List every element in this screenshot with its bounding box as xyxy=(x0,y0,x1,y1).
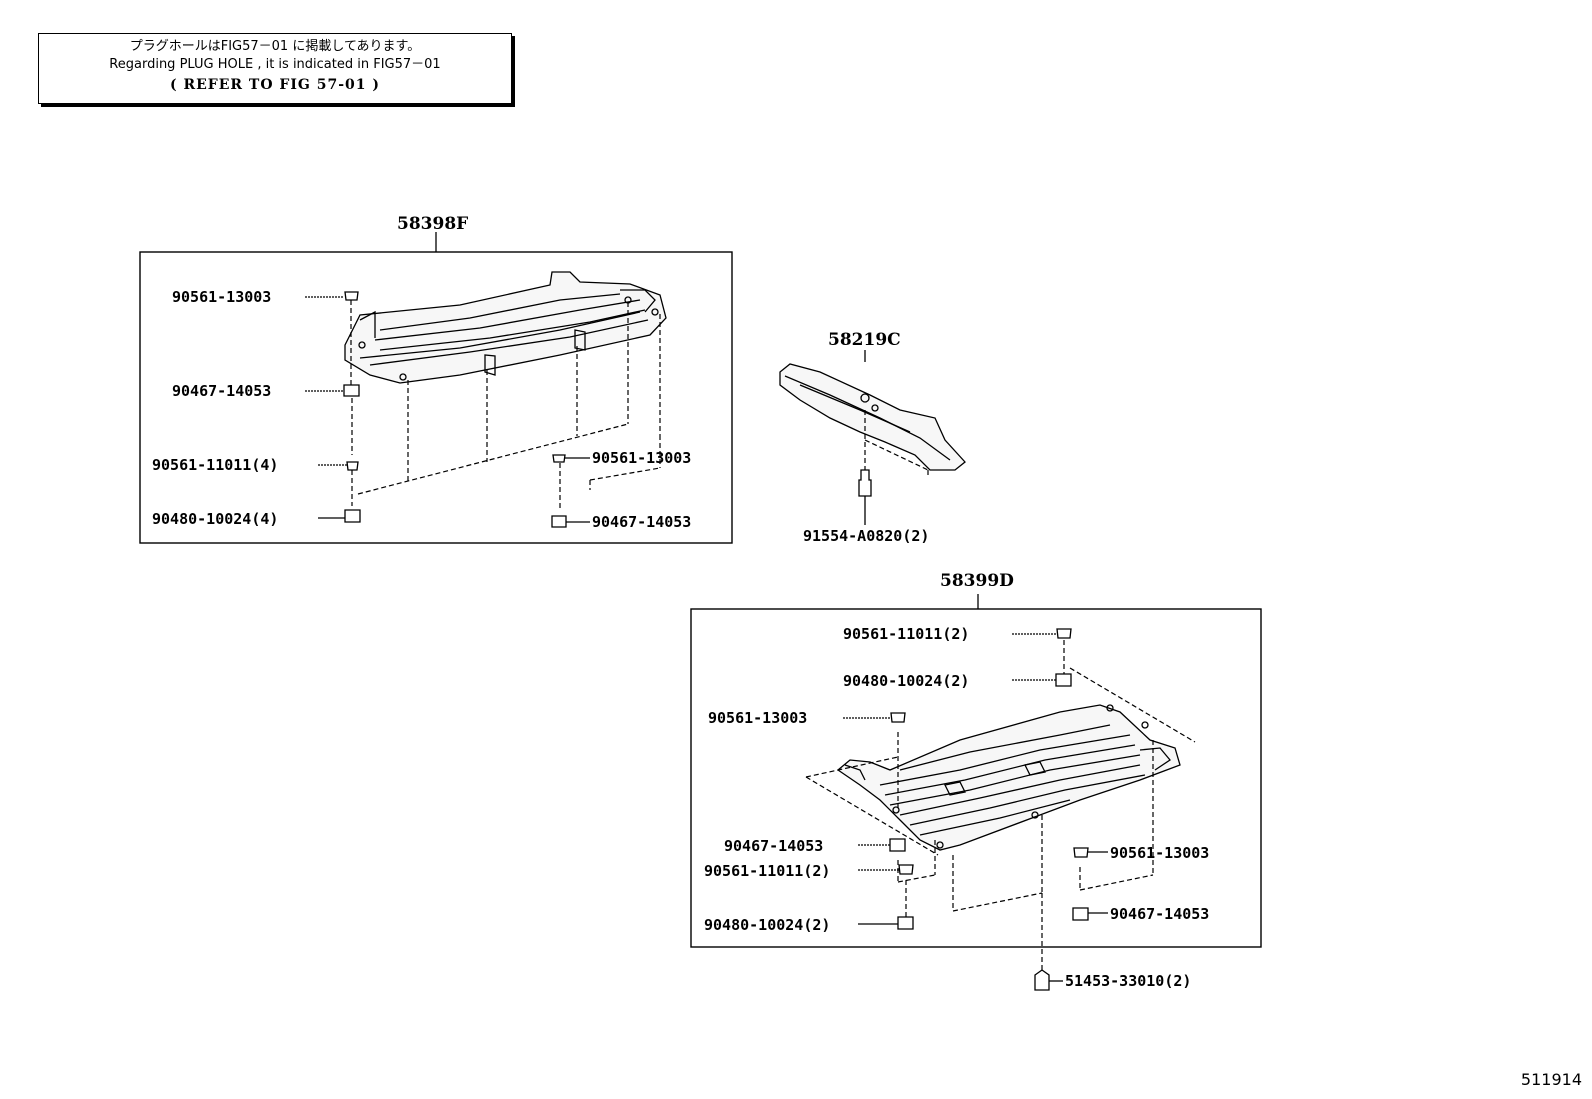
group-label-58398F: 58398F xyxy=(397,214,469,234)
part-label[interactable]: 90467-14053 xyxy=(172,382,272,400)
diagram-code: 511914 xyxy=(1520,1070,1582,1089)
reference-note: プラグホールはFIG57－01 に掲載してあります。 Regarding PLU… xyxy=(38,33,512,104)
note-japanese: プラグホールはFIG57－01 に掲載してあります。 xyxy=(129,39,421,54)
part-label[interactable]: 91554-A0820(2) xyxy=(803,527,930,545)
part-label[interactable]: 90561-11011(4) xyxy=(152,456,279,474)
part-label[interactable]: 90561-13003 xyxy=(592,449,692,467)
note-reference: ( REFER TO FIG 57-01 ) xyxy=(169,77,380,93)
group-58399D-frame xyxy=(690,608,1262,948)
part-label[interactable]: 90467-14053 xyxy=(1110,905,1210,923)
part-label[interactable]: 90480-10024(2) xyxy=(704,916,831,934)
part-label[interactable]: 51453-33010(2) xyxy=(1065,972,1192,990)
note-english: Regarding PLUG HOLE , it is indicated in… xyxy=(109,57,441,72)
part-label[interactable]: 90480-10024(2) xyxy=(843,672,970,690)
group-label-58219C: 58219C xyxy=(828,330,901,350)
under-cover-58398F xyxy=(344,271,667,384)
part-label[interactable]: 90561-11011(2) xyxy=(704,862,831,880)
part-label[interactable]: 90467-14053 xyxy=(592,513,692,531)
part-label[interactable]: 90467-14053 xyxy=(724,837,824,855)
bracket-58219C xyxy=(779,363,966,471)
under-cover-58399D xyxy=(836,704,1181,851)
group-label-58399D: 58399D xyxy=(940,571,1014,591)
part-label[interactable]: 90561-13003 xyxy=(1110,844,1210,862)
part-label[interactable]: 90480-10024(4) xyxy=(152,510,279,528)
part-label[interactable]: 90561-13003 xyxy=(172,288,272,306)
part-label[interactable]: 90561-11011(2) xyxy=(843,625,970,643)
part-label[interactable]: 90561-13003 xyxy=(708,709,808,727)
